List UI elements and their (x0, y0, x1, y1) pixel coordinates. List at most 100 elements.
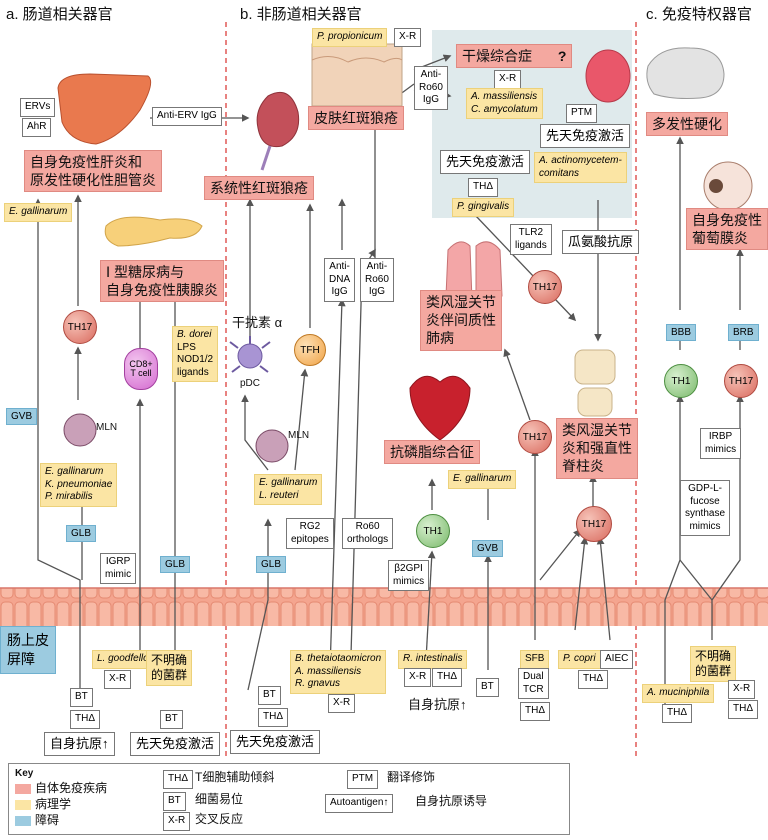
path-p-gingivalis: P. gingivalis (452, 198, 515, 217)
mln-a-b2: K. pneumoniae (45, 478, 113, 490)
anti-dna-box: Anti- DNA IgG (324, 258, 356, 302)
aiec-box: AIEC (600, 650, 634, 669)
th1-cell-c: TH1 (664, 364, 698, 398)
th17-cell-joint: TH17 (576, 506, 612, 542)
mln-b-illustration (255, 429, 289, 463)
path-unknown-c: 不明确 的菌群 (690, 646, 737, 682)
ahr-box: AhR (22, 118, 52, 137)
ro60-l2: orthologs (347, 533, 389, 545)
ra-as-l2: 炎和强直性 (562, 440, 632, 457)
tlr2-l2: ligands (515, 239, 547, 251)
tlr2-l1: TLR2 (518, 227, 544, 238)
disease-sjogren: 干燥综合症 ? (456, 44, 573, 69)
disease-ms: 多发性硬化 (646, 112, 728, 137)
t1d-line1: Ⅰ 型糖尿病与 (106, 264, 185, 280)
gdp-l2: fucose (690, 495, 720, 507)
legend-pathology: 病理学 (35, 797, 72, 811)
legend-autoag-box: Autoantigen↑ (325, 794, 394, 813)
gdp-l4: mimics (689, 520, 721, 532)
innate-b-box: 先天免疫激活 (230, 730, 321, 755)
pdc-label: pDC (240, 378, 261, 389)
anti-dna-l1: Anti- (329, 261, 350, 272)
disease-t1d: Ⅰ 型糖尿病与 自身免疫性胰腺炎 (100, 260, 224, 303)
xr-c-box: X-R (728, 680, 756, 699)
mln-b-b2: L. reuteri (259, 489, 299, 501)
b-theta-l1: B. thetaiotaomicron (295, 653, 382, 664)
igrp-line1: IGRP (105, 556, 131, 567)
thd-pg-box: THΔ (468, 178, 499, 197)
legend-barrier: 障碍 (35, 813, 60, 827)
path-r-intestinalis: R. intestinalis (398, 650, 468, 669)
gdp-l3: synthase (685, 508, 726, 519)
anti-ro60-top-l3: IgG (422, 94, 440, 105)
mln-a-label: MLN (96, 422, 118, 433)
edge-gvb-to-egall (34, 198, 81, 690)
legend-swatch-autoimmune (15, 784, 31, 794)
mln-a-b1: E. gallinarum (45, 466, 104, 477)
legend: Key 自体免疫疾病 病理学 障碍 THΔ T细胞辅助倾斜 BT 细菌易位 X-… (8, 763, 570, 835)
disease-cutaneous-lupus: 皮肤红斑狼疮 (308, 106, 404, 131)
th17-cell-lung: TH17 (528, 270, 562, 304)
legend-bt-desc: 细菌易位 (195, 792, 244, 806)
uveitis-l1: 自身免疫性 (692, 212, 762, 228)
disease-ra-as: 类风湿关节 炎和强直性 脊柱炎 (556, 418, 638, 479)
epithelium-line1: 肠上皮 (7, 632, 49, 648)
xr-b2-box: X-R (404, 668, 432, 687)
b2gpi-l2: mimics (393, 575, 425, 587)
ervs-box: ERVs (20, 98, 56, 117)
sjogren-bug1: A. massiliensis (471, 91, 538, 102)
thd-b-box: THΔ (258, 708, 289, 727)
sjogren-question: ? (557, 48, 567, 64)
anti-ro60-b-box: Anti- Ro60 IgG (360, 258, 394, 302)
section-c-title: c. 免疫特权器官 (646, 6, 752, 23)
innate-a-box: 先天免疫激活 (130, 732, 221, 757)
brain-illustration (646, 47, 725, 99)
b-theta-l2: A. massiliensis (295, 665, 362, 677)
sjogren-bug2: C. amycolatum (471, 103, 538, 115)
cd8-line2: T cell (130, 368, 152, 378)
legend-autoag-desc: 自身抗原诱导 (415, 794, 488, 808)
b2gpi-box: β2GPI mimics (388, 560, 430, 591)
anti-ro60-b-l3: IgG (368, 286, 386, 297)
barrier-glb-a2: GLB (160, 556, 191, 573)
thd-b2-box: THΔ (432, 668, 463, 687)
innate-1-box: 先天免疫激活 (540, 124, 631, 149)
path-a-actino: A. actinomycetem- comitans (534, 152, 627, 183)
path-unknown-a: 不明确 的菌群 (146, 650, 193, 686)
barrier-gvb-a: GVB (6, 408, 38, 425)
legend-title: Key (15, 768, 34, 779)
unknown-a-line2: 的菌群 (151, 668, 188, 682)
path-mln-b: E. gallinarum L. reuteri (254, 474, 323, 505)
unknown-c-l1: 不明确 (695, 649, 732, 663)
heart-illustration (409, 375, 471, 441)
xr-pprop-box: X-R (394, 28, 422, 47)
a-actino-l1: A. actinomycetem- (539, 155, 622, 166)
ptm-box: PTM (566, 104, 598, 123)
xr-a-box: X-R (104, 670, 132, 689)
thd-c2-box: THΔ (728, 700, 759, 719)
anti-ro60-top-l2: Ro60 (419, 81, 443, 93)
path-p-propionicum: P. propionicum (312, 28, 388, 47)
t1d-line2: 自身免疫性胰腺炎 (106, 282, 218, 299)
rg2-l1: RG2 (299, 521, 321, 532)
b-dorei-line4: ligands (177, 366, 209, 378)
path-e-gallinarum-a: E. gallinarum (4, 203, 73, 222)
th17-cell-c: TH17 (724, 364, 758, 398)
barrier-bbb: BBB (666, 324, 697, 341)
mln-b-b1: E. gallinarum (259, 477, 318, 488)
xr-sjo-box: X-R (494, 70, 522, 89)
autoag-b-label: 自身抗原↑ (408, 697, 467, 712)
legend-thd-desc: T细胞辅助倾斜 (195, 770, 275, 784)
sjogren-label: 干燥综合症 (462, 48, 532, 64)
thd-c1-box: THΔ (662, 704, 693, 723)
tlr2-box: TLR2 ligands (510, 224, 552, 255)
irbp-l1: IRBP (708, 431, 733, 442)
legend-swatch-pathology (15, 800, 31, 810)
path-sfb: SFB (520, 650, 550, 669)
legend-swatch-barrier (15, 816, 31, 826)
irbp-box: IRBP mimics (700, 428, 742, 459)
legend-bt-box: BT (163, 792, 186, 811)
innate-2-box: 先天免疫激活 (440, 150, 531, 175)
ra-ild-l2: 炎伴间质性 (426, 312, 496, 329)
mln-a-b3: P. mirabilis (45, 491, 93, 502)
